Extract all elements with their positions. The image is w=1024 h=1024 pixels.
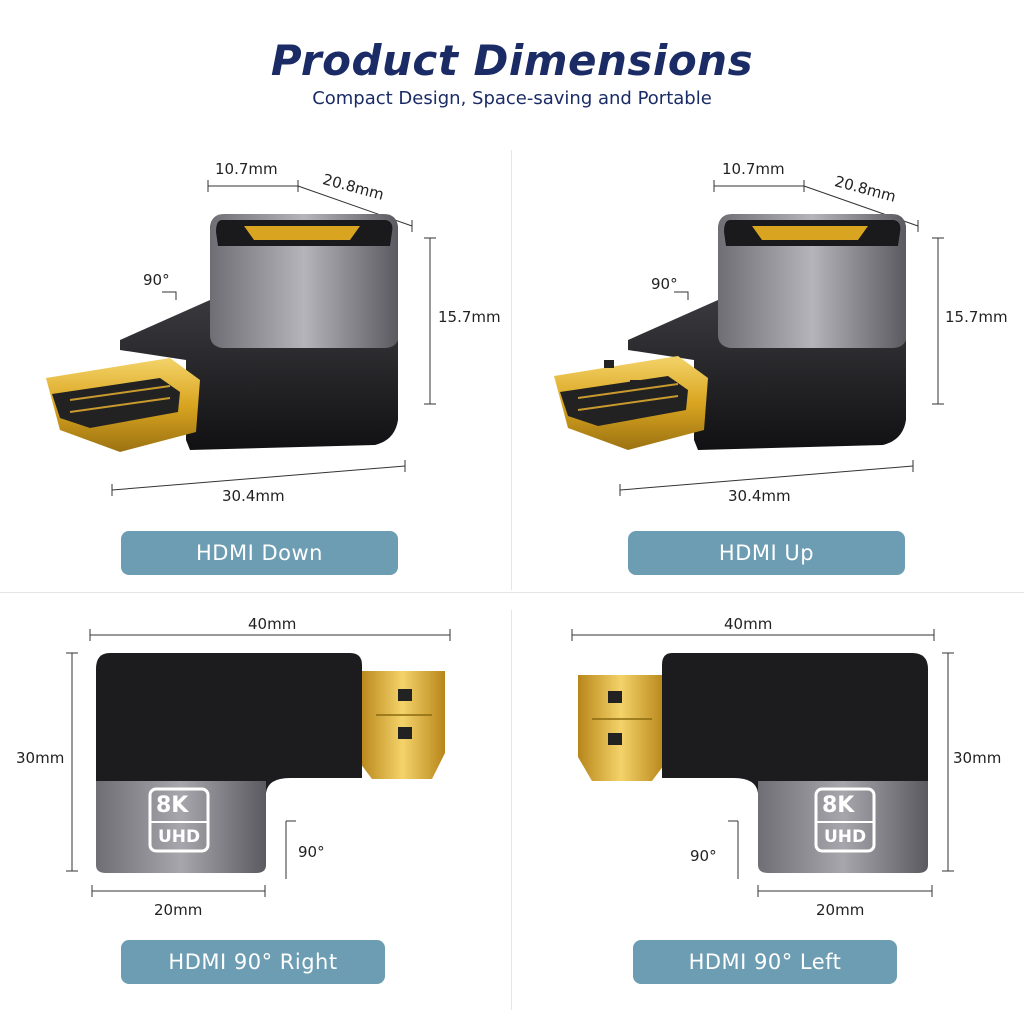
vertical-divider-lower [511,610,512,1010]
label-hdmi-down: HDMI Down [121,531,398,575]
height-dimension: 30mm [953,749,1002,767]
hdmi-90-right-adapter-image [66,629,451,897]
badge-uhd: UHD [824,827,867,847]
page-subtitle: Compact Design, Space-saving and Portabl… [312,88,712,109]
panel-hdmi-up: 10.7mm 20.8mm 15.7mm 30.4mm 90° HDMI Up [512,0,1024,592]
angle-label: 90° [298,843,325,861]
height-dimension: 30mm [16,749,65,767]
angle-label: 90° [651,275,678,293]
angle-label: 90° [143,271,170,289]
panel-hdmi-90-left: 40mm 30mm 20mm 90° 8K UHD HDMI 90° Left [512,593,1024,1024]
angle-label: 90° [690,847,717,865]
height-dimension: 15.7mm [438,308,501,326]
horizontal-divider [0,592,1024,593]
width-dimension: 40mm [724,615,773,633]
length-dimension: 30.4mm [728,487,791,505]
label-hdmi-90-left: HDMI 90° Left [633,940,897,984]
panel-hdmi-90-right: 40mm 30mm 20mm 90° 8K UHD HDMI 90° Right [0,593,512,1024]
label-hdmi-up: HDMI Up [628,531,905,575]
hdmi-down-adapter-image [46,180,436,496]
vertical-divider [511,150,512,590]
height-dimension: 15.7mm [945,308,1008,326]
length-dimension: 30.4mm [222,487,285,505]
base-dimension: 20mm [154,901,203,919]
label-hdmi-90-right: HDMI 90° Right [121,940,385,984]
base-dimension: 20mm [816,901,865,919]
width-dimension: 10.7mm [215,160,278,178]
badge-uhd: UHD [158,827,201,847]
width-dimension: 40mm [248,615,297,633]
hdmi-up-adapter-image [554,180,944,496]
hdmi-90-left-adapter-image [571,629,954,897]
width-dimension: 10.7mm [722,160,785,178]
page-title: Product Dimensions [270,36,754,85]
panel-hdmi-down: 10.7mm 20.8mm 15.7mm 30.4mm 90° HDMI Dow… [0,0,512,592]
badge-8k: 8K [156,793,189,818]
badge-8k: 8K [822,793,855,818]
